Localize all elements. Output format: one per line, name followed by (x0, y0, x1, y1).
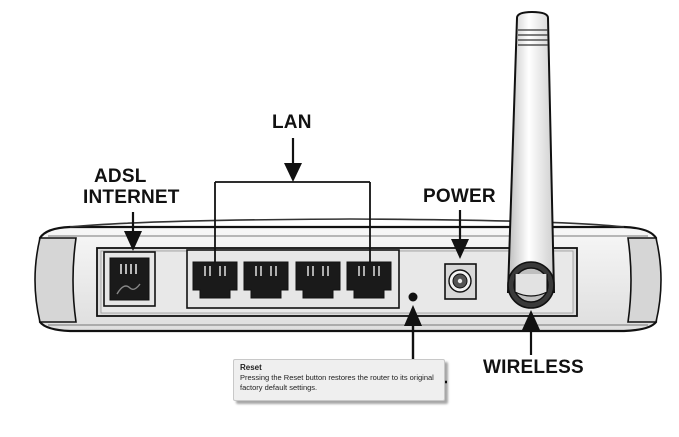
lan-port-1 (192, 261, 238, 299)
lan-port-2 (243, 261, 289, 299)
reset-button (408, 292, 418, 302)
adsl-arrow (124, 212, 142, 251)
power-label: POWER (423, 186, 496, 207)
adsl-label: ADSL (94, 166, 147, 187)
wireless-label: WIRELESS (483, 357, 584, 378)
power-arrow (451, 210, 469, 259)
antenna-base (507, 261, 555, 309)
adsl-port (103, 251, 156, 307)
internet-label: INTERNET (83, 187, 180, 208)
lan-label: LAN (272, 112, 312, 133)
antenna (506, 10, 556, 293)
lan-arrow (284, 138, 302, 182)
wireless-arrow (522, 310, 540, 355)
reset-callout-text: Pressing the Reset button restores the r… (240, 373, 434, 392)
power-jack (444, 263, 477, 300)
lan-bracket (214, 181, 371, 262)
lan-port-3 (295, 261, 341, 299)
reset-callout: Reset Pressing the Reset button restores… (233, 359, 445, 401)
lan-port-4 (346, 261, 392, 299)
reset-callout-title: Reset (240, 363, 262, 372)
